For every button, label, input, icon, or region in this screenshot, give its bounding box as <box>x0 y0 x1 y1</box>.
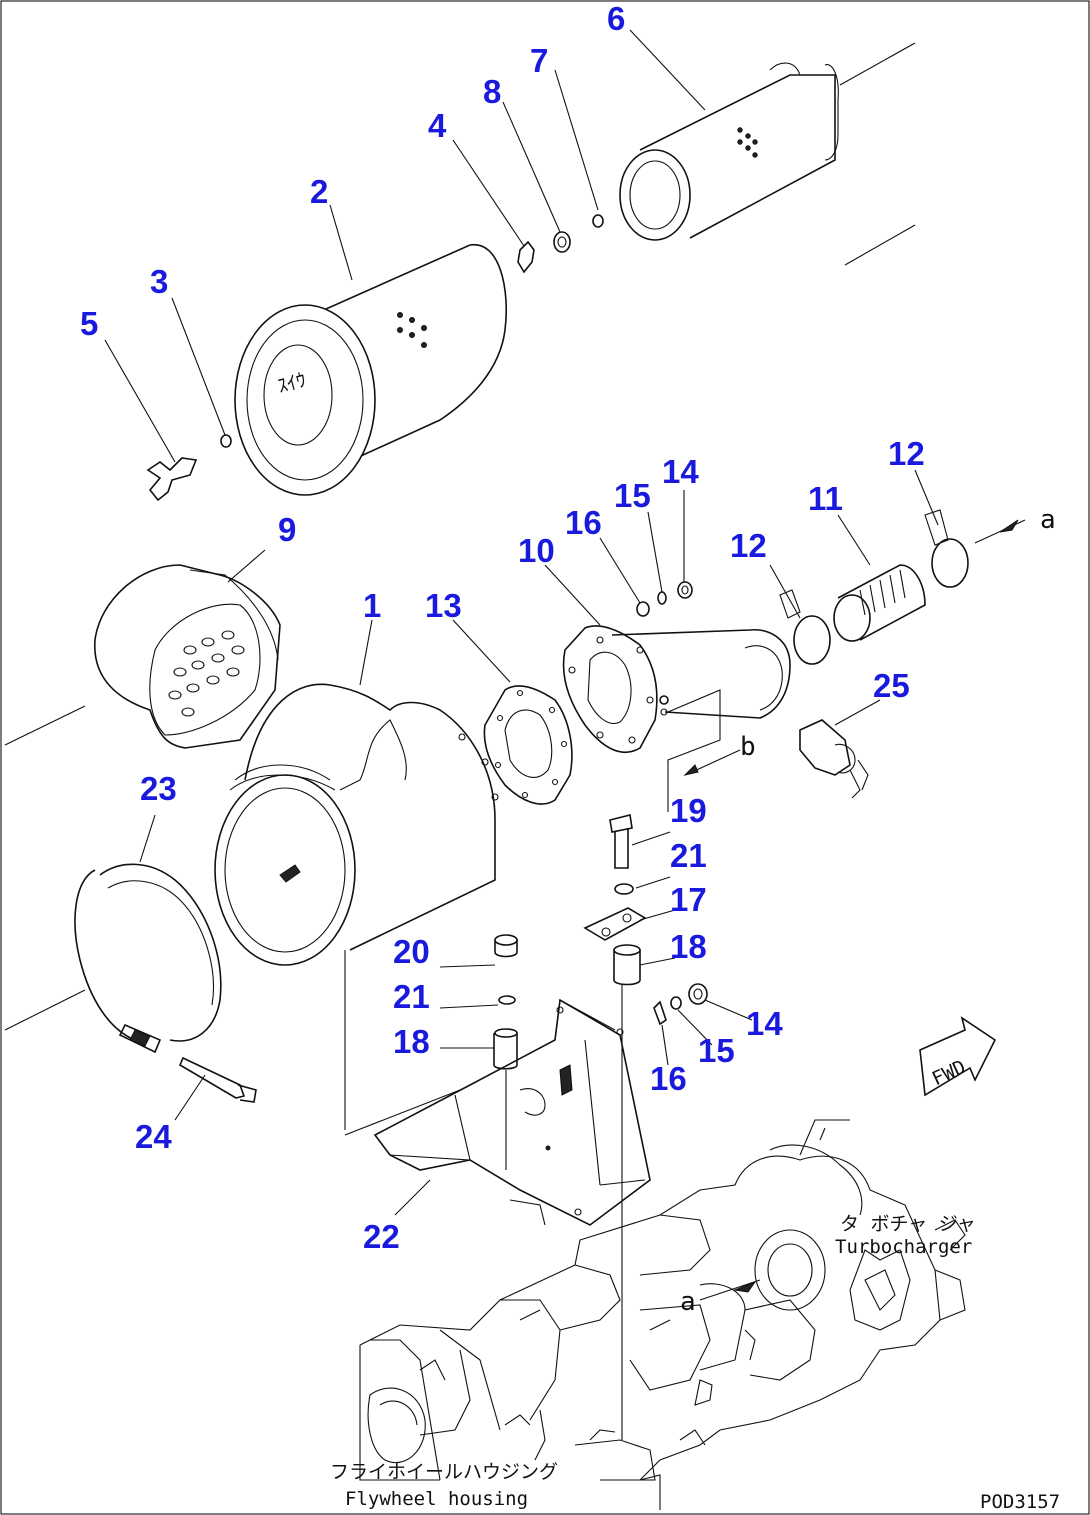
callout-1: 1 <box>363 587 381 624</box>
callout-12-right: 12 <box>888 435 925 472</box>
part-18-spacer-right <box>613 944 641 986</box>
part-9-cap <box>94 564 281 749</box>
callout-14-lower: 14 <box>746 1005 783 1042</box>
part-1-body <box>214 683 499 966</box>
callout-6: 6 <box>607 0 625 37</box>
part-4-wing-nut <box>517 240 535 274</box>
callout-12-left: 12 <box>730 527 767 564</box>
callout-21-left: 21 <box>393 978 430 1015</box>
part-14-nut-top <box>677 581 693 599</box>
callout-10: 10 <box>518 532 555 569</box>
part-16-washer-lower <box>653 1000 667 1026</box>
part-14-nut-lower <box>688 983 708 1005</box>
callout-18-right: 18 <box>670 928 707 965</box>
marker-b: b <box>740 732 756 762</box>
part-12-clamp-right <box>924 509 969 588</box>
part-15-washer-top <box>657 591 667 605</box>
callout-14-top: 14 <box>662 453 699 490</box>
fwd-label: FWD <box>929 1056 969 1090</box>
callout-16-lower: 16 <box>650 1060 687 1097</box>
callout-13: 13 <box>425 587 462 624</box>
marker-b-lines <box>667 689 741 812</box>
callout-7: 7 <box>530 42 548 79</box>
callout-15-lower: 15 <box>698 1032 735 1069</box>
callout-25: 25 <box>873 667 910 704</box>
part-19-bolt <box>609 814 633 869</box>
part-15-washer-lower <box>670 996 682 1010</box>
part-16-washer-top <box>636 601 650 617</box>
callout-22: 22 <box>363 1218 400 1255</box>
part-13-gasket <box>483 685 573 805</box>
callout-5: 5 <box>80 305 98 342</box>
leader-lines <box>104 29 939 1216</box>
part-23-band <box>74 863 222 1054</box>
part-17-plate <box>583 907 647 941</box>
marker-a-bottom: a <box>680 1287 696 1317</box>
callout-8: 8 <box>483 73 501 110</box>
part-21-washer-left <box>498 995 516 1005</box>
marker-a-arrow-bottom <box>699 1279 761 1301</box>
drawing-number: POD3157 <box>980 1491 1060 1513</box>
flywheel-label-jp: フライホイールハウジング <box>330 1461 558 1483</box>
callout-2: 2 <box>310 173 328 210</box>
cap-holes <box>168 630 245 717</box>
flywheel-label-en: Flywheel housing <box>345 1488 528 1510</box>
callout-4: 4 <box>428 107 447 144</box>
callout-16-top: 16 <box>565 504 602 541</box>
part-18-spacer-left <box>493 1028 518 1070</box>
callout-numbers: 6 7 8 4 2 3 5 9 1 13 10 16 15 14 12 11 1… <box>80 0 925 1255</box>
part-20-cap <box>494 934 518 958</box>
marker-a-top: a <box>1040 505 1056 535</box>
callout-15-top: 15 <box>614 477 651 514</box>
part-11-hose <box>833 564 926 642</box>
callout-21-right: 21 <box>670 837 707 874</box>
part-21-washer-right <box>614 883 634 895</box>
callout-3: 3 <box>150 263 168 300</box>
fwd-arrow: FWD <box>919 1016 997 1097</box>
callout-23: 23 <box>140 770 177 807</box>
callout-20: 20 <box>393 933 430 970</box>
callout-24: 24 <box>135 1118 172 1155</box>
part-8-nut <box>553 231 571 253</box>
part-24-bolt <box>178 1056 257 1103</box>
marker-a-arrow-top <box>974 519 1026 544</box>
turbocharger-label-en: Turbocharger <box>835 1236 972 1258</box>
part-5-wing-nut <box>146 457 198 502</box>
callout-9: 9 <box>278 511 296 548</box>
construction-lines <box>4 42 916 1031</box>
part-22-bracket <box>344 950 651 1226</box>
part-25-sensor <box>799 719 869 799</box>
turbocharger-label-jp: タ ボチャ ジャ <box>840 1213 976 1235</box>
part-6-inner-element <box>619 62 839 241</box>
part-7-washer <box>592 214 604 228</box>
engine-outline <box>359 1119 966 1510</box>
part-10-elbow <box>562 625 791 754</box>
callout-11: 11 <box>808 480 843 517</box>
callout-19: 19 <box>670 792 707 829</box>
callout-18-left: 18 <box>393 1023 430 1060</box>
part-2-outer-element: ｽｲｳ <box>234 244 508 496</box>
callout-17: 17 <box>670 881 707 918</box>
part-12-clamp-left <box>779 589 831 665</box>
part-3-washer <box>220 434 232 448</box>
